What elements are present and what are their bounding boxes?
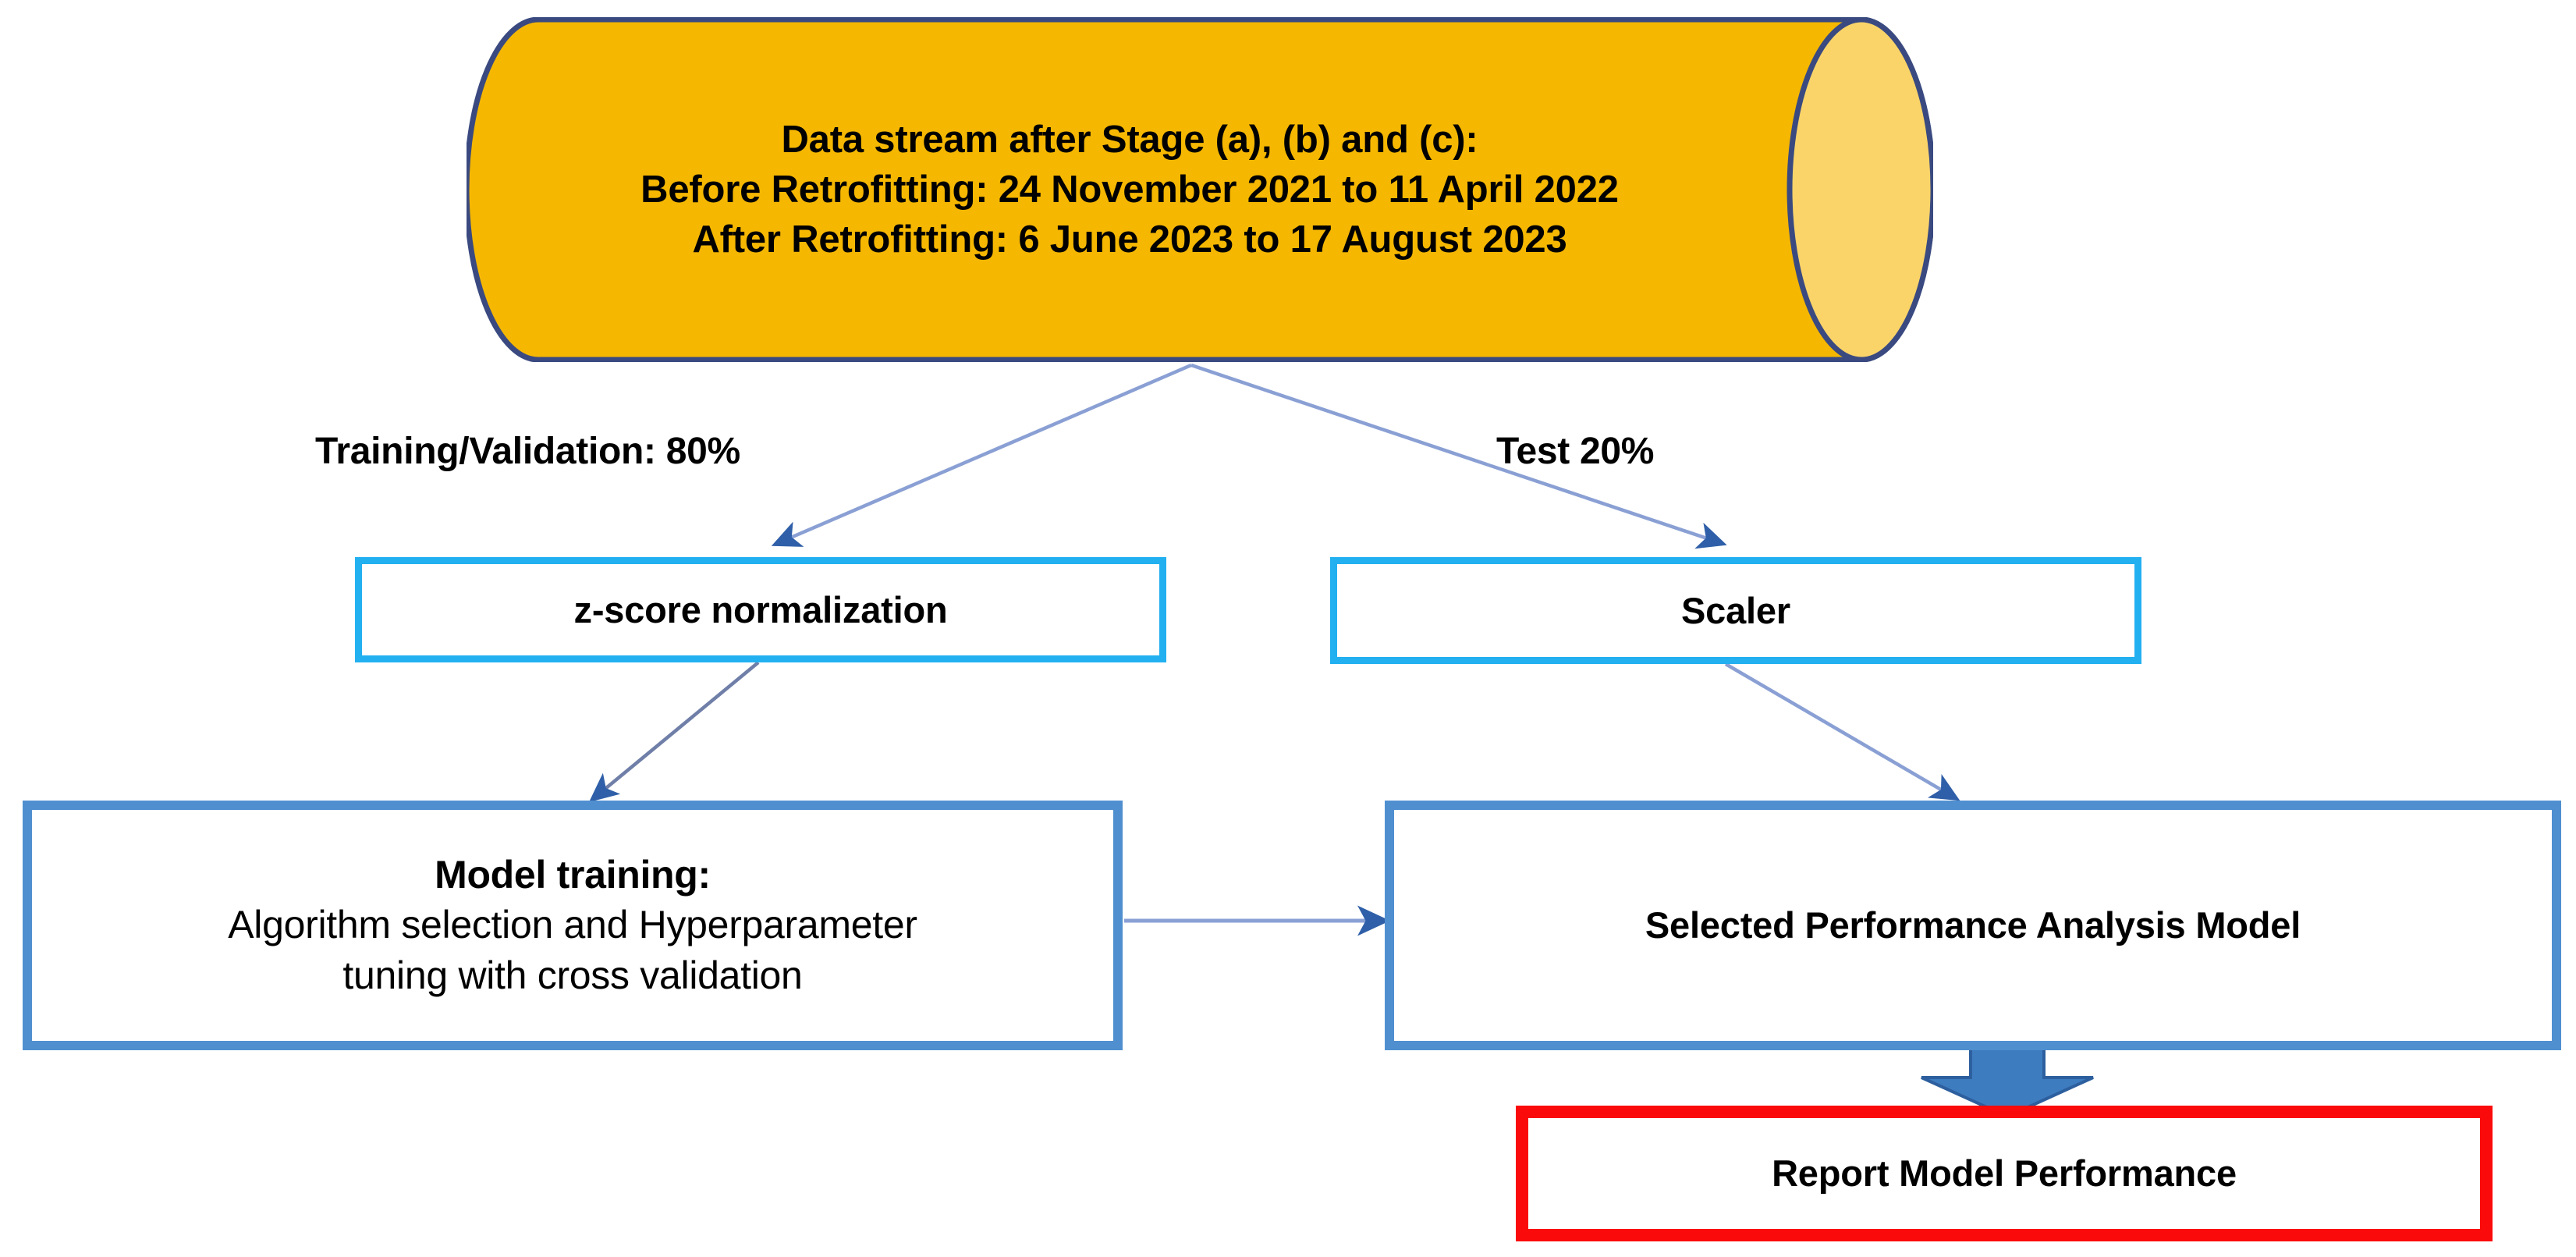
cylinder-line-3: After Retrofitting: 6 June 2023 to 17 Au… [692, 218, 1567, 261]
node-scaler[interactable]: Scaler [1330, 557, 2141, 664]
cylinder-line-1: Data stream after Stage (a), (b) and (c)… [781, 118, 1478, 161]
node-zscore-normalization-label: z-score normalization [573, 588, 948, 630]
node-scaler-label: Scaler [1681, 589, 1790, 631]
edge-zscore-to-model-training [588, 661, 760, 803]
data-stream-cylinder-text: Data stream after Stage (a), (b) and (c)… [467, 17, 1793, 362]
node-selected-performance-analysis-model-label: Selected Performance Analysis Model [1645, 904, 2301, 946]
node-model-training-body-line-1: Algorithm selection and Hyperparameter [228, 902, 917, 946]
node-model-training-heading: Model training: [435, 852, 711, 897]
cylinder-shape [467, 17, 1933, 362]
data-stream-cylinder: Data stream after Stage (a), (b) and (c)… [467, 17, 1933, 362]
cylinder-line-2: Before Retrofitting: 24 November 2021 to… [640, 168, 1619, 211]
node-zscore-normalization[interactable]: z-score normalization [355, 557, 1166, 662]
edge-label-test: Test 20% [1496, 431, 1655, 472]
node-report-model-performance-label: Report Model Performance [1772, 1152, 2237, 1195]
edge-datastore-to-zscore [771, 363, 1192, 547]
node-report-model-performance[interactable]: Report Model Performance [1516, 1106, 2493, 1241]
node-model-training[interactable]: Model training: Algorithm selection and … [23, 801, 1123, 1050]
node-model-training-body-line-2: tuning with cross validation [342, 953, 803, 997]
node-selected-performance-analysis-model[interactable]: Selected Performance Analysis Model [1385, 801, 2561, 1050]
edge-scaler-to-selected-model [1724, 662, 1960, 801]
edge-label-training-validation: Training/Validation: 80% [315, 431, 740, 472]
